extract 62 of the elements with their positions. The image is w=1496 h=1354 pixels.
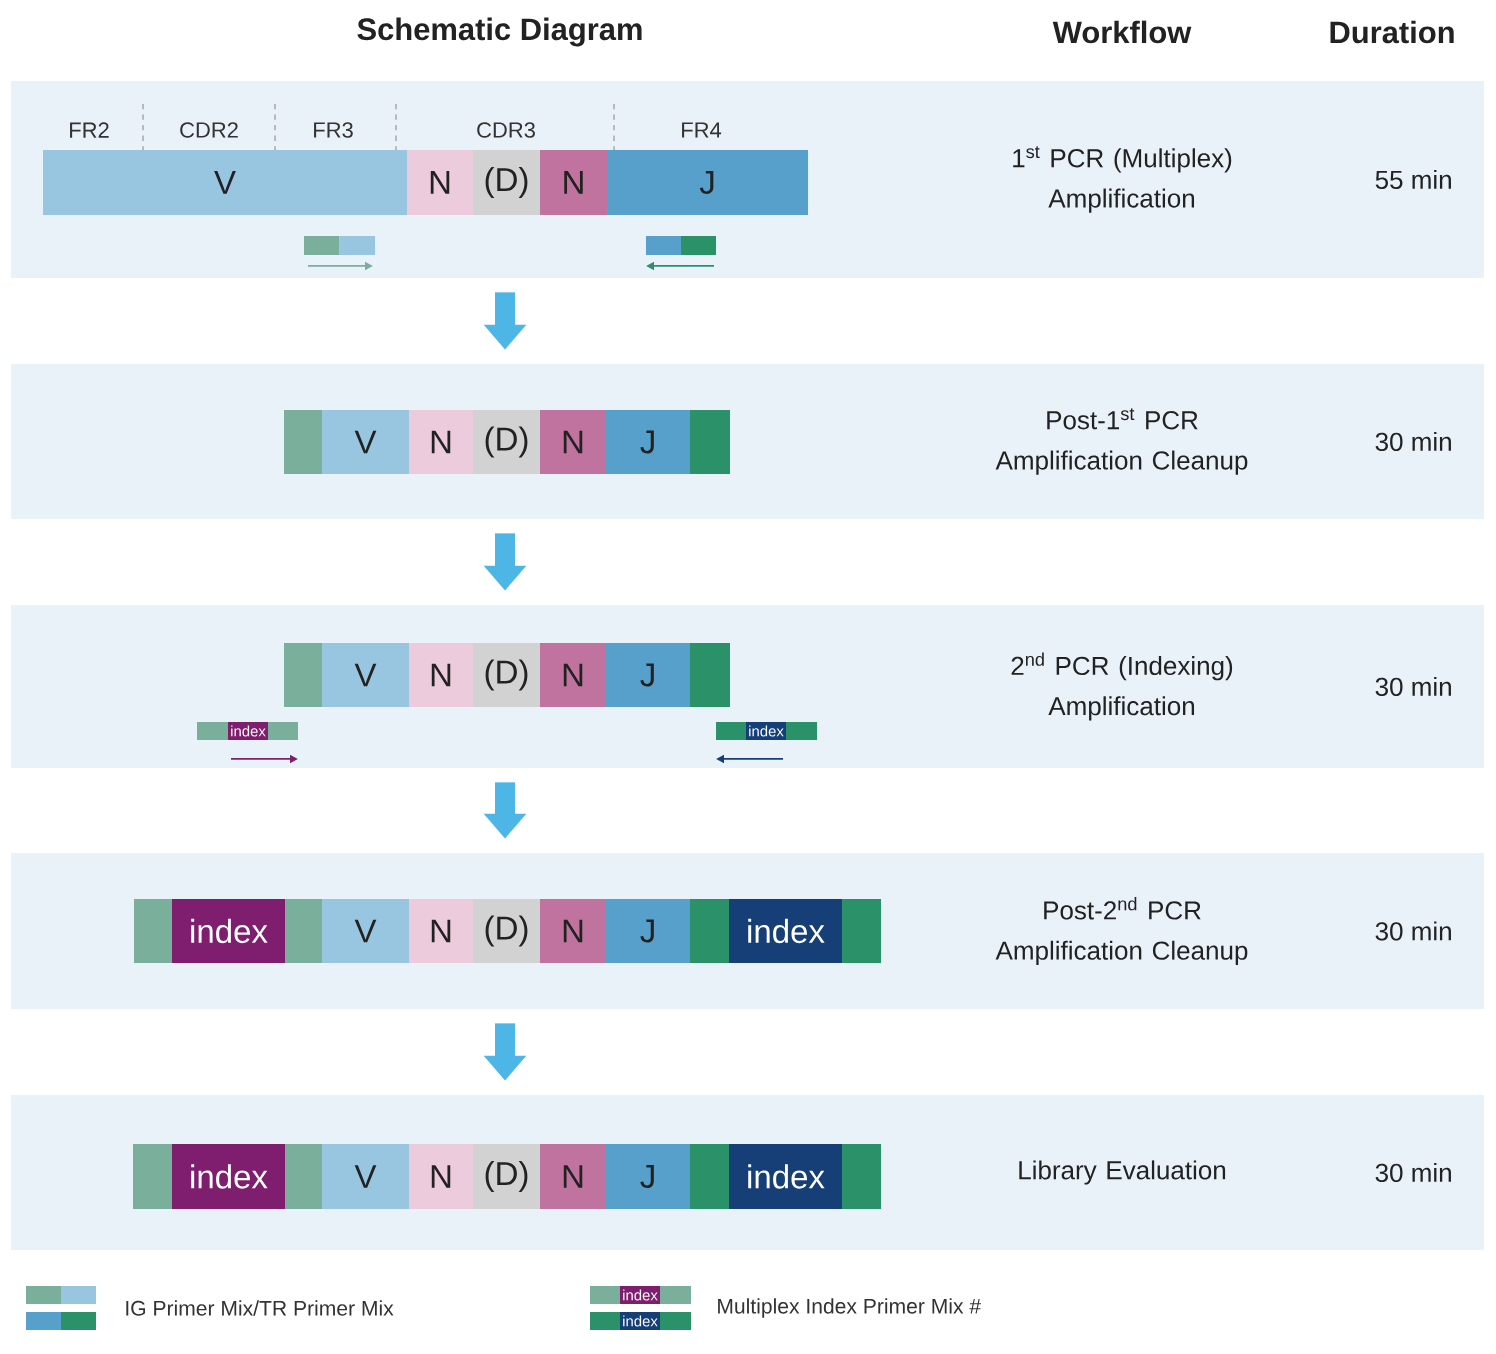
segment-bar: V [322, 643, 409, 707]
duration-label: 30 min [1375, 921, 1451, 941]
region-label: FR3 [314, 122, 353, 138]
segment-bar: J [606, 410, 690, 474]
legend-label: IG Primer Mix/TR Primer Mix [126, 1300, 394, 1316]
primer-bar: index [716, 722, 817, 740]
segment-bar: N [407, 150, 473, 215]
column-heading: Schematic Diagram [357, 17, 642, 47]
segment-bar: J [606, 899, 690, 963]
duration-label: 30 min [1375, 676, 1451, 697]
segment-bar: (D) [473, 410, 540, 474]
segment-bar [690, 899, 729, 963]
segment-bar [690, 643, 730, 707]
primer-bar [304, 236, 375, 255]
segment-bar: (D) [473, 643, 540, 707]
segment-bar: N [409, 899, 473, 963]
segment-bar: N [409, 643, 473, 707]
segment-bar: N [540, 150, 607, 215]
column-heading: Duration [1330, 20, 1454, 44]
segment-bar: N [540, 899, 606, 963]
segment-bar [134, 899, 172, 963]
workflow-step: 1$^{st}$ PCR (Multiplex) Amplification [1013, 146, 1232, 213]
segment-bar: N [409, 410, 473, 474]
segment-bar: (D) [473, 150, 540, 215]
segment-bar [690, 1144, 729, 1209]
segment-bar: (D) [473, 899, 540, 963]
workflow-step: 2$^{nd}$ PCR (Indexing) Amplification [1011, 652, 1233, 721]
duration-label: 30 min [1375, 1162, 1451, 1183]
segment-bar: index [172, 899, 285, 963]
segment-bar: N [540, 410, 606, 474]
duration-label: 30 min [1375, 431, 1451, 452]
segment-bar: V [322, 410, 409, 474]
region-label: CDR3 [477, 122, 535, 138]
segment-bar [285, 1144, 322, 1209]
segment-bar: index [729, 1144, 842, 1209]
duration-label: 55 min [1375, 169, 1451, 190]
workflow-step: Library Evaluation [1019, 1160, 1226, 1185]
segment-bar [285, 899, 322, 963]
column-heading: Workflow [1052, 20, 1192, 44]
segment-bar: J [606, 643, 690, 707]
segment-bar [133, 1144, 172, 1209]
segment-bar: index [729, 899, 842, 963]
segment-bar: (D) [473, 1144, 540, 1209]
segment-bar [842, 899, 881, 963]
segment-bar: index [172, 1144, 285, 1209]
legend-label: Multiplex Index Primer Mix # [718, 1298, 981, 1318]
segment-bar [690, 410, 730, 474]
primer-bar: index [197, 722, 298, 740]
segment-bar: N [409, 1144, 473, 1209]
segment-bar: N [540, 1144, 606, 1209]
segment-bar [842, 1144, 881, 1209]
segment-bar: N [540, 643, 606, 707]
segment-bar: J [607, 150, 808, 215]
workflow-step: Post-1$^{st}$ PCR Amplification Cleanup [995, 408, 1248, 475]
segment-bar: V [322, 1144, 409, 1209]
workflow-step: Post-2$^{nd}$ PCR Amplification Cleanup [995, 897, 1248, 965]
segment-bar [284, 410, 322, 474]
segment-bar: V [43, 150, 407, 215]
segment-bar: V [322, 899, 409, 963]
segment-bar: J [606, 1144, 690, 1209]
primer-bar [646, 236, 716, 255]
segment-bar [284, 643, 322, 707]
